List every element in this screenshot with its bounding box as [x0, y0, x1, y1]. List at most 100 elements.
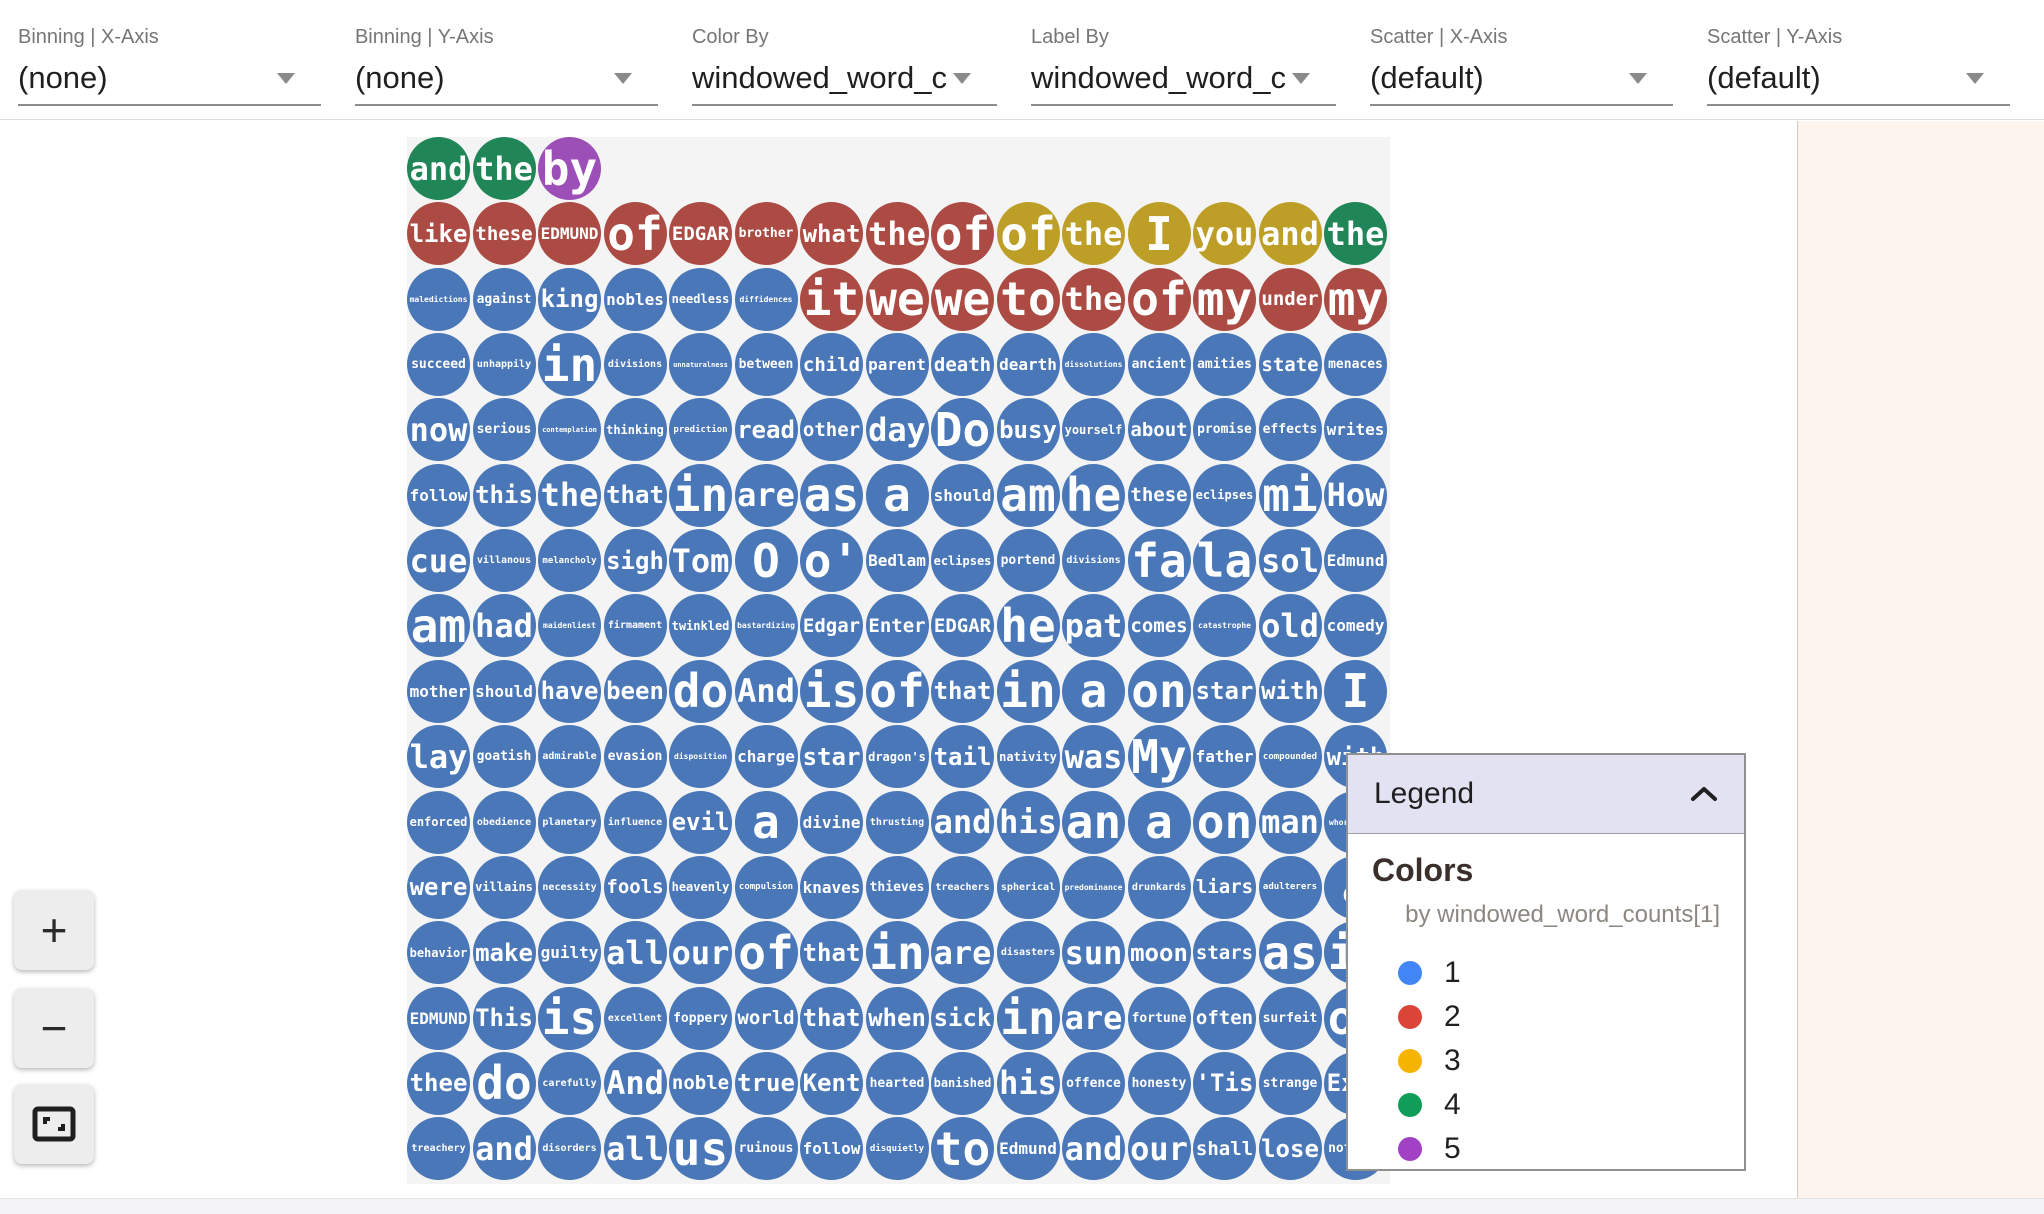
word-bubble[interactable]: like [407, 202, 470, 266]
chevron-down-icon[interactable] [1629, 72, 1647, 84]
word-bubble[interactable]: he [1062, 463, 1125, 527]
word-bubble[interactable]: under [1258, 267, 1322, 331]
word-bubble[interactable]: excellent [603, 986, 667, 1050]
word-bubble[interactable]: admirable [538, 725, 601, 789]
dropdown-value[interactable]: (none) [354, 60, 445, 95]
word-bubble[interactable]: on [1127, 659, 1191, 723]
word-bubble[interactable]: as [800, 463, 863, 527]
word-bubble[interactable]: villains [472, 855, 536, 919]
word-bubble[interactable]: king [538, 267, 601, 331]
word-bubble[interactable]: unnaturalness [669, 333, 732, 397]
word-bubble[interactable]: enforced [407, 790, 470, 854]
word-bubble[interactable]: it [800, 267, 863, 331]
word-bubble[interactable]: about [1127, 398, 1191, 462]
legend-item[interactable]: 3 [1398, 1039, 1720, 1083]
word-bubble[interactable]: contemplation [538, 398, 601, 462]
word-bubble[interactable]: Edmund [1324, 529, 1387, 593]
word-bubble[interactable]: surfeit [1258, 986, 1322, 1050]
word-bubble[interactable]: influence [603, 790, 667, 854]
word-bubble[interactable]: with [1258, 659, 1322, 723]
word-bubble[interactable]: should [472, 659, 536, 723]
legend-item[interactable]: 2 [1398, 995, 1720, 1039]
word-bubble[interactable]: that [603, 463, 667, 527]
word-bubble[interactable]: O [734, 529, 798, 593]
word-bubble[interactable]: fools [603, 855, 667, 919]
word-bubble[interactable]: am [407, 594, 470, 658]
word-bubble[interactable]: eclipses [1193, 463, 1256, 527]
word-bubble[interactable]: compounded [1258, 725, 1322, 789]
word-bubble[interactable]: treachers [931, 855, 994, 919]
word-bubble[interactable]: do [669, 659, 732, 723]
dropdown-scatter-x-axis[interactable]: Scatter | X-Axis (default) [1370, 0, 1673, 106]
word-bubble[interactable]: twinkled [669, 594, 732, 658]
dropdown-scatter-y-axis[interactable]: Scatter | Y-Axis (default) [1707, 0, 2010, 106]
word-bubble[interactable]: menaces [1324, 333, 1387, 397]
dropdown-label-by[interactable]: Label By windowed_word_c [1030, 0, 1337, 106]
word-bubble[interactable]: an [1062, 790, 1125, 854]
chevron-down-icon[interactable] [952, 72, 971, 84]
word-bubble[interactable]: How [1324, 463, 1387, 527]
word-bubble[interactable]: what [800, 202, 863, 266]
dropdown-color-by[interactable]: Color By windowed_word_c [691, 0, 997, 106]
word-bubble[interactable]: treachery [407, 1117, 470, 1181]
word-bubble[interactable]: comedy [1324, 594, 1387, 658]
word-bubble[interactable]: his [996, 1051, 1060, 1115]
word-bubble[interactable]: o' [800, 529, 863, 593]
word-bubble[interactable]: predominance [1062, 855, 1125, 919]
chevron-down-icon[interactable] [276, 72, 295, 84]
word-bubble[interactable]: in [669, 463, 732, 527]
word-bubble[interactable]: in [538, 333, 601, 397]
word-bubble[interactable]: the [1324, 202, 1387, 266]
word-bubble[interactable]: nobles [603, 267, 667, 331]
word-bubble[interactable]: lay [407, 725, 470, 789]
word-bubble[interactable]: the [1062, 202, 1125, 266]
word-bubble[interactable]: sigh [603, 529, 667, 593]
word-bubble[interactable]: portend [996, 529, 1060, 593]
word-bubble[interactable]: sol [1258, 529, 1322, 593]
chevron-down-icon[interactable] [613, 72, 632, 84]
legend-header[interactable]: Legend [1348, 755, 1744, 834]
word-bubble[interactable]: eclipses [931, 529, 994, 593]
word-bubble[interactable]: moon [1127, 921, 1191, 985]
word-bubble[interactable]: catastrophe [1193, 594, 1256, 658]
word-bubble[interactable]: And [603, 1051, 667, 1115]
word-bubble[interactable]: now [407, 398, 470, 462]
word-bubble[interactable]: often [1193, 986, 1256, 1050]
dropdown-binning-x-axis[interactable]: Binning | X-Axis (none) [18, 0, 321, 106]
word-bubble[interactable]: the [865, 202, 929, 266]
word-bubble[interactable]: Tom [669, 529, 732, 593]
word-bubble[interactable]: had [472, 594, 536, 658]
word-bubble[interactable]: that [931, 659, 994, 723]
word-bubble[interactable]: la [1193, 529, 1256, 593]
word-bubble[interactable]: a [1062, 659, 1125, 723]
word-bubble[interactable]: yourself [1062, 398, 1125, 462]
word-bubble[interactable]: and [472, 1117, 536, 1181]
word-bubble[interactable]: amities [1193, 333, 1256, 397]
chevron-down-icon[interactable] [1965, 72, 1984, 84]
word-bubble[interactable]: disorders [538, 1117, 601, 1181]
word-bubble[interactable]: fa [1127, 529, 1191, 593]
word-bubble[interactable]: maledictions [407, 267, 470, 331]
word-bubble[interactable]: goatish [472, 725, 536, 789]
word-bubble[interactable]: busy [996, 398, 1060, 462]
word-bubble[interactable]: honesty [1127, 1051, 1191, 1115]
word-bubble[interactable]: ancient [1127, 333, 1191, 397]
word-bubble[interactable]: against [472, 267, 536, 331]
word-bubble[interactable]: promise [1193, 398, 1256, 462]
word-bubble[interactable]: when [865, 986, 929, 1050]
word-bubble[interactable]: divisions [1062, 529, 1125, 593]
word-bubble[interactable]: a [865, 463, 929, 527]
word-bubble[interactable]: thrusting [865, 790, 929, 854]
word-bubble[interactable]: his [996, 790, 1060, 854]
word-bubble[interactable]: noble [669, 1051, 732, 1115]
word-bubble[interactable]: Enter [865, 594, 929, 658]
word-bubble[interactable]: lose [1258, 1117, 1322, 1181]
word-bubble[interactable]: pat [1062, 594, 1125, 658]
word-bubble[interactable]: day [865, 398, 929, 462]
word-bubble[interactable]: to [996, 267, 1060, 331]
word-bubble[interactable]: bastardizing [734, 594, 798, 658]
word-bubble[interactable]: Edmund [996, 1117, 1060, 1181]
word-bubble[interactable]: evasion [603, 725, 667, 789]
legend-item[interactable]: 5 [1398, 1127, 1720, 1171]
word-bubble[interactable]: obedience [472, 790, 536, 854]
